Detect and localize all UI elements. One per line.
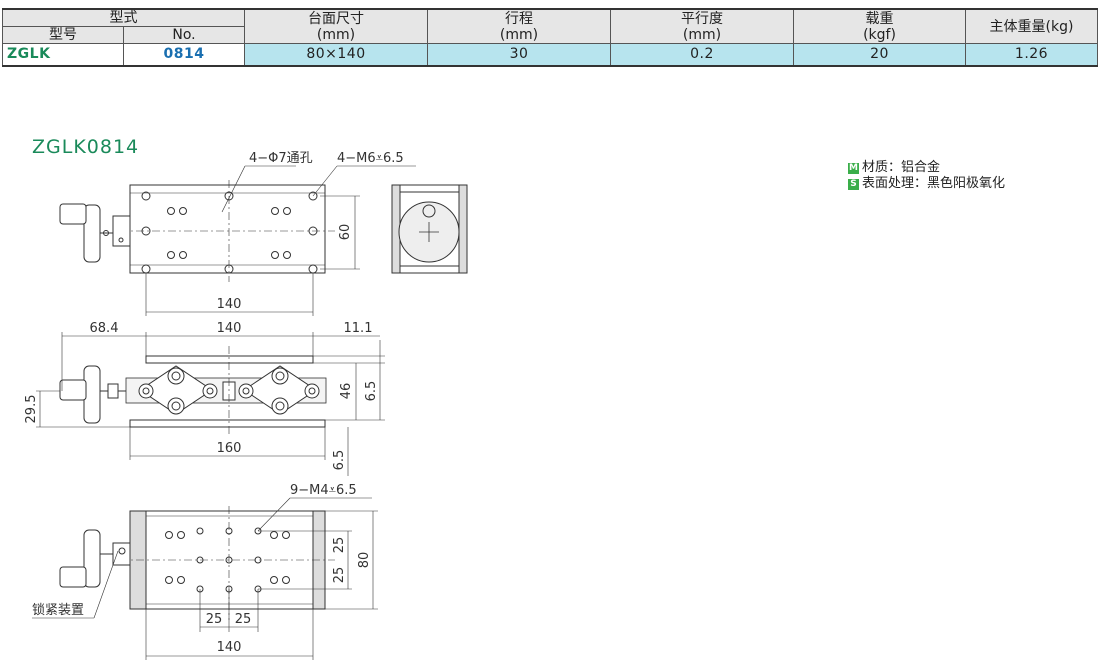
dim-11-1: 11.1 — [344, 321, 373, 336]
header-weight: 主体重量(kg) — [965, 8, 1098, 44]
table-row: ZGLK 0814 80×140 30 0.2 20 1.26 — [2, 43, 1098, 67]
surface-text: 表面处理：黑色阳极氧化 — [862, 176, 1006, 191]
header-stroke: 行程(mm) — [427, 8, 611, 44]
top-table-body — [129, 184, 326, 274]
dim-6-5-b: 6.5 — [332, 450, 347, 471]
front-view: 68.4 140 11.1 29.5 46 6.5 160 6.5 — [24, 321, 385, 476]
drawing-title: ZGLK0814 — [32, 136, 140, 158]
surface-badge: S — [848, 178, 859, 190]
bottom-view: 9−M4⩡6.5 锁紧装置 25 25 80 25 25 140 — [32, 483, 378, 660]
dim-80: 80 — [357, 552, 372, 569]
dim-25-v1: 25 — [332, 537, 347, 554]
header-parallel: 平行度(mm) — [610, 8, 794, 44]
dim-140-c: 140 — [217, 640, 242, 655]
header-no: No. — [123, 26, 245, 44]
spec-table: 型式 台面尺寸(mm) 行程(mm) 平行度(mm) 载重(kgf) 主体重量(… — [2, 8, 1098, 67]
cell-no: 0814 — [123, 43, 245, 67]
dim-140-a: 140 — [217, 297, 242, 312]
header-type: 型式 — [2, 8, 245, 27]
material-badge: M — [848, 162, 859, 174]
top-shaft-pin — [103, 230, 109, 236]
bottom-handle — [59, 566, 87, 588]
cell-load: 20 — [793, 43, 966, 67]
top-bolt-pairs — [167, 207, 291, 259]
top-knob-block — [112, 215, 131, 247]
cell-stroke: 30 — [427, 43, 611, 67]
legend-surface: S 表面处理：黑色阳极氧化 — [848, 176, 1005, 192]
dim-25-v2: 25 — [332, 567, 347, 584]
top-lock-hole — [118, 237, 124, 243]
top-view: 140 60 4−Φ7通孔 4−M6⩡6.5 — [59, 151, 416, 316]
cell-size: 80×140 — [244, 43, 428, 67]
front-top-plate — [145, 355, 314, 364]
front-handle — [59, 379, 87, 401]
legend-material: M 材质：铝合金 — [848, 160, 1005, 176]
label-tap-bottom: 9−M4⩡6.5 — [290, 483, 357, 498]
leader-tap-top — [312, 165, 338, 197]
dim-160: 160 — [217, 441, 242, 456]
dim-25-h2: 25 — [235, 612, 252, 627]
dim-25-h1: 25 — [206, 612, 223, 627]
cell-parallel: 0.2 — [610, 43, 794, 67]
dim-140-b: 140 — [217, 321, 242, 336]
bottom-knob — [83, 529, 101, 588]
end-view-screw — [422, 204, 436, 218]
leader-tap-bottom — [257, 497, 291, 532]
bottom-bolt-pairs — [165, 531, 290, 584]
bottom-tap-holes — [196, 527, 262, 593]
label-lock: 锁紧装置 — [32, 602, 84, 618]
dim-6-5-a: 6.5 — [364, 381, 379, 402]
dim-46: 46 — [339, 383, 354, 400]
dim-68-4: 68.4 — [90, 321, 119, 336]
dim-29-5: 29.5 — [24, 395, 39, 424]
label-tap-top: 4−M6⩡6.5 — [337, 151, 404, 166]
cell-model: ZGLK — [2, 43, 124, 67]
front-base-plate — [129, 419, 326, 428]
header-load: 载重(kgf) — [793, 8, 966, 44]
top-handle — [59, 203, 87, 225]
leader-lock — [93, 550, 119, 619]
material-text: 材质：铝合金 — [862, 160, 941, 175]
legend: M 材质：铝合金 S 表面处理：黑色阳极氧化 — [848, 160, 1005, 192]
cell-weight: 1.26 — [965, 43, 1098, 67]
leader-through — [221, 165, 246, 213]
dim-60: 60 — [338, 224, 353, 241]
end-view-rail-right — [458, 184, 468, 274]
label-hole-through: 4−Φ7通孔 — [249, 151, 313, 166]
end-view — [391, 184, 468, 274]
